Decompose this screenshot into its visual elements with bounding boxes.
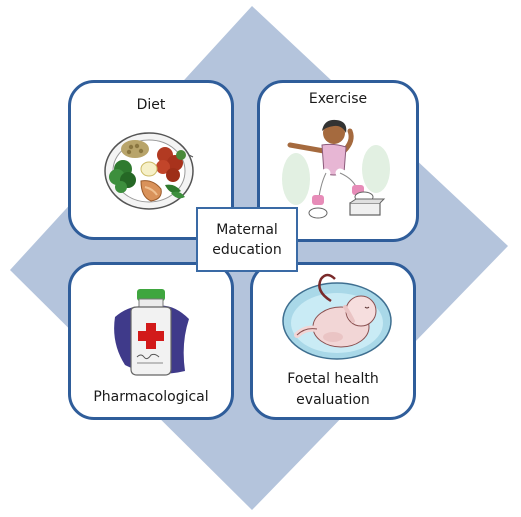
card-foetal-health: Foetal health evaluation — [250, 262, 416, 420]
card-diet-label: Diet — [136, 97, 166, 113]
foetus-icon — [282, 273, 392, 360]
card-pharmacological-label: Pharmacological — [93, 389, 209, 405]
medicine-bottle-icon — [114, 289, 189, 376]
card-diet: Diet — [68, 80, 234, 240]
center-label-line2: education — [212, 242, 282, 258]
center-box-maternal-education: Maternal education — [196, 207, 298, 272]
card-exercise-label: Exercise — [308, 91, 368, 107]
center-label-line1: Maternal — [216, 222, 278, 238]
card-pharmacological: Pharmacological — [68, 262, 234, 420]
card-foetal-label-line1: Foetal health — [287, 371, 379, 387]
plate-icon — [104, 132, 194, 210]
exercise-icon — [282, 119, 390, 219]
card-foetal-label-line2: evaluation — [296, 392, 370, 408]
